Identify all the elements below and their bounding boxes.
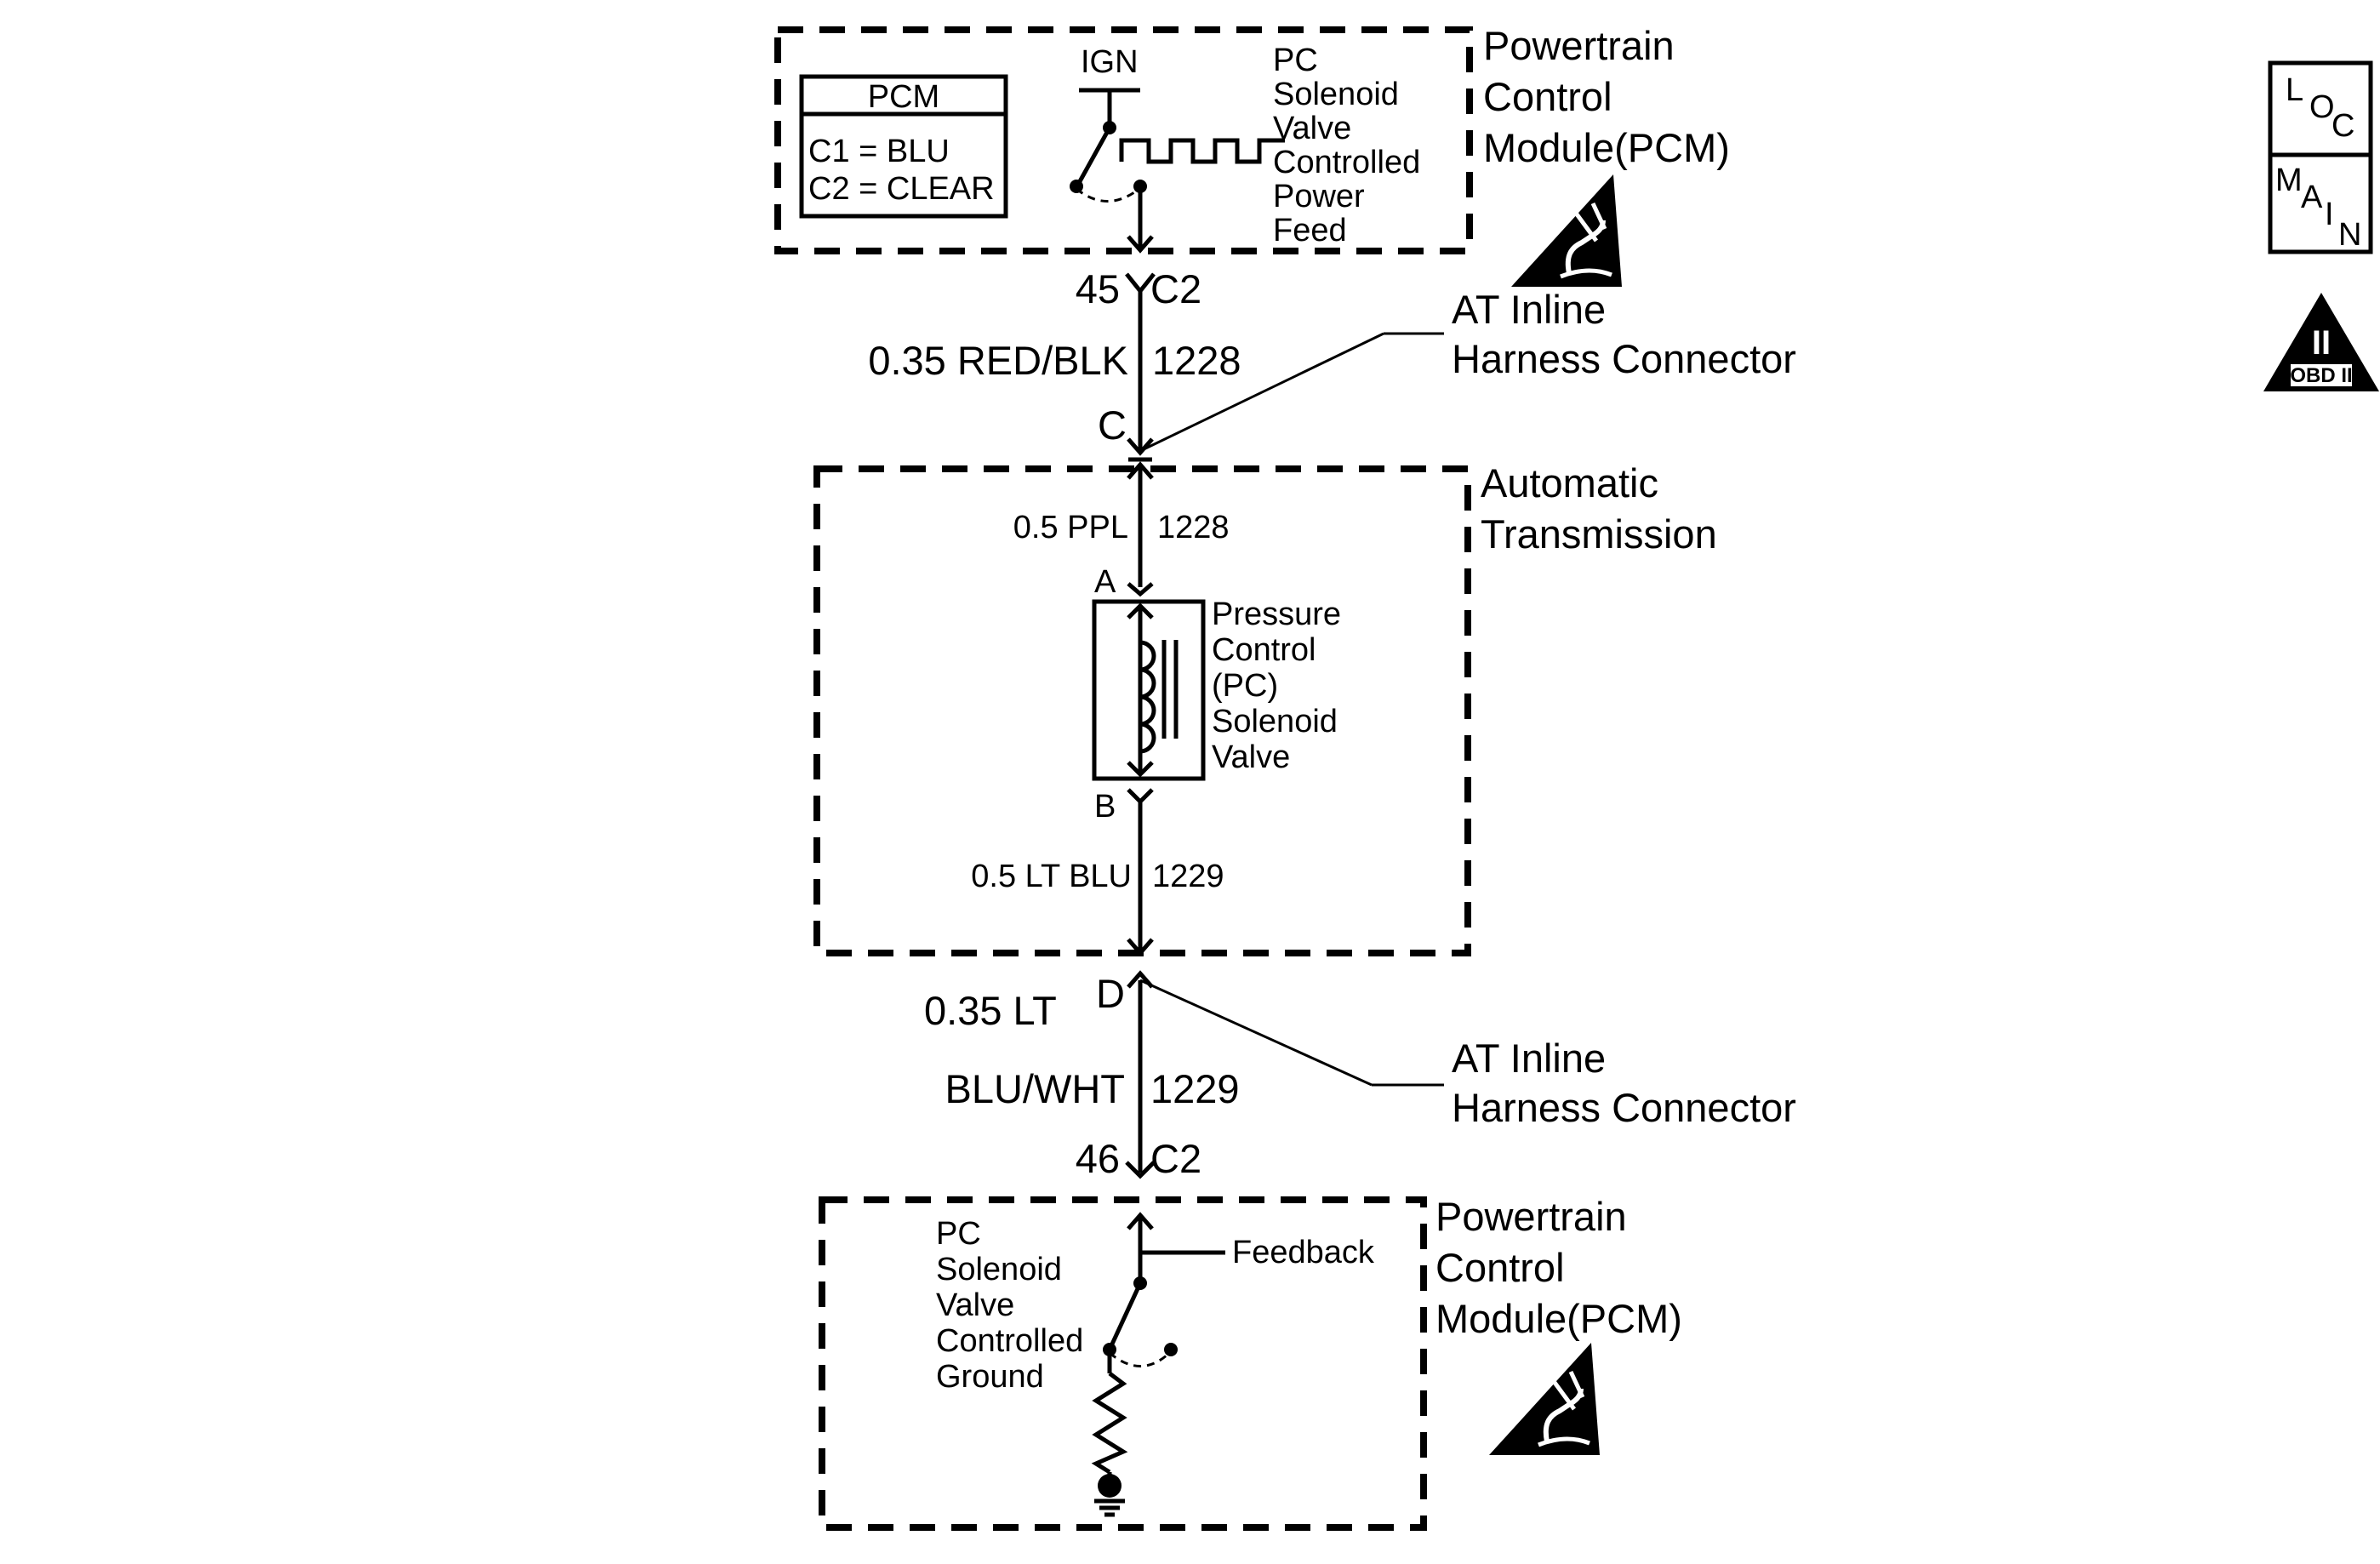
- wire-1229-inner-circuit: 1229: [1152, 859, 1224, 894]
- wire-1228-upper-circuit: 1228: [1152, 338, 1241, 383]
- wire-1229-lower-gauge-line1: 0.35 LT: [924, 988, 1057, 1033]
- solenoid-label-line3: (PC): [1212, 668, 1278, 704]
- pcm-bottom-title-line3: Module(PCM): [1435, 1296, 1682, 1341]
- pin-46-number: 46: [1076, 1136, 1120, 1181]
- main-icon[interactable]: M A I N: [2268, 152, 2373, 254]
- pcm-pin-45: 45 C2: [1076, 266, 1201, 311]
- wire-1229-lower-circuit: 1229: [1150, 1066, 1240, 1111]
- pin-45-connector: C2: [1150, 266, 1201, 311]
- esd-warning-icon: [1489, 1343, 1600, 1455]
- pcm-top-title-line1: Powertrain: [1483, 23, 1675, 68]
- wire-1229-lower: 0.35 LT BLU/WHT 1229: [924, 980, 1240, 1173]
- inline-d-label-line1: AT Inline: [1452, 1036, 1606, 1081]
- ground-driver-label-line2: Solenoid: [936, 1252, 1062, 1287]
- pin-45-number: 45: [1076, 266, 1120, 311]
- ground-driver-label-line5: Ground: [936, 1359, 1044, 1395]
- loc-icon[interactable]: L O C: [2268, 60, 2373, 161]
- inline-c-label-line1: AT Inline: [1452, 287, 1606, 332]
- wire-1229-inner-gauge: 0.5 LT BLU: [971, 859, 1132, 894]
- driver-label-line6: Feed: [1273, 213, 1347, 248]
- svg-text:II: II: [2312, 324, 2331, 362]
- driver-label-line4: Controlled: [1273, 145, 1420, 180]
- transmission-title-line2: Transmission: [1481, 511, 1717, 557]
- pin-b-label: B: [1094, 789, 1116, 825]
- driver-label-line5: Power: [1273, 179, 1365, 214]
- inline-connector-d: D AT Inline Harness Connector: [1096, 970, 1796, 1130]
- ign-label: IGN: [1081, 44, 1139, 80]
- inline-connector-c: C AT Inline Harness Connector: [1098, 287, 1796, 480]
- switch-icon: [1076, 126, 1112, 185]
- driver-label-line2: Solenoid: [1273, 77, 1399, 112]
- coil-icon: [1139, 640, 1156, 754]
- driver-label-line3: Valve: [1273, 111, 1351, 146]
- pcm-pin-46: 46 C2: [1076, 1136, 1201, 1181]
- pcm-bottom-title-line1: Powertrain: [1435, 1194, 1627, 1239]
- solenoid-label-line2: Control: [1212, 632, 1316, 668]
- wire-1228-upper: 0.35 RED/BLK 1228: [868, 291, 1241, 451]
- pcm-bottom-title-line2: Control: [1435, 1245, 1565, 1290]
- pcm-top-boundary: [774, 26, 1473, 254]
- resistor-icon: [1091, 1372, 1128, 1475]
- svg-text:L: L: [2286, 72, 2303, 108]
- ground-icon: [1094, 1474, 1125, 1517]
- inline-d-label-line2: Harness Connector: [1452, 1085, 1796, 1130]
- wire-1228-inner-gauge: 0.5 PPL: [1013, 510, 1128, 545]
- pc-solenoid-valve: [1092, 599, 1206, 781]
- transmission-title-line1: Automatic: [1481, 460, 1658, 505]
- ground-driver-switch: Feedback PC Solenoid Valve Controlled Gr…: [936, 1212, 1375, 1517]
- driver-label-line1: PC: [1273, 43, 1318, 78]
- pin-46-connector: C2: [1150, 1136, 1201, 1181]
- transmission-group: Automatic Transmission 0.5 PPL 1228 A Pr…: [813, 460, 1717, 956]
- esd-warning-icon: [1511, 174, 1622, 287]
- solenoid-label-line1: Pressure: [1212, 596, 1341, 632]
- obd-ii-icon[interactable]: II OBD II: [2263, 293, 2379, 391]
- feedback-label: Feedback: [1232, 1235, 1375, 1270]
- legend-title: PCM: [868, 79, 939, 115]
- pcm-bottom-boundary: [819, 1196, 1427, 1531]
- pin-a-label: A: [1094, 564, 1116, 600]
- inline-d-letter: D: [1096, 971, 1125, 1016]
- svg-text:I: I: [2325, 197, 2334, 232]
- wire-1228-upper-gauge: 0.35 RED/BLK: [868, 338, 1128, 383]
- ground-driver-label-line4: Controlled: [936, 1323, 1083, 1359]
- pcm-top-title-line3: Module(PCM): [1483, 125, 1730, 170]
- wire-1229-lower-gauge-line2: BLU/WHT: [945, 1066, 1126, 1111]
- pcm-top-group: Powertrain Control Module(PCM) PCM C1 = …: [774, 23, 1730, 287]
- svg-text:A: A: [2301, 180, 2323, 215]
- pcm-connector-legend: PCM C1 = BLU C2 = CLEAR: [799, 74, 1008, 219]
- solenoid-label-line5: Valve: [1212, 739, 1290, 775]
- svg-text:OBD II: OBD II: [2290, 364, 2352, 387]
- power-feed-switch: IGN PC Solenoid Valve Controlled Power F…: [1070, 43, 1420, 254]
- ground-driver-label-line3: Valve: [936, 1287, 1014, 1323]
- svg-text:N: N: [2338, 217, 2361, 253]
- inline-c-label-line2: Harness Connector: [1452, 336, 1796, 381]
- solenoid-label-line4: Solenoid: [1212, 704, 1338, 739]
- switch-icon: [1107, 1281, 1143, 1351]
- pcm-bottom-group: Powertrain Control Module(PCM) Feedback …: [819, 1194, 1682, 1531]
- svg-text:O: O: [2309, 89, 2335, 125]
- legend-line-c1: C1 = BLU: [808, 134, 950, 169]
- pcm-top-title-line2: Control: [1483, 74, 1612, 119]
- svg-text:C: C: [2331, 108, 2354, 144]
- legend-line-c2: C2 = CLEAR: [808, 171, 995, 207]
- wire-1228-inner-circuit: 1228: [1157, 510, 1230, 545]
- pwm-waveform: [1119, 138, 1285, 164]
- inline-c-letter: C: [1098, 402, 1127, 448]
- svg-text:M: M: [2275, 163, 2303, 198]
- ground-driver-label-line1: PC: [936, 1216, 981, 1252]
